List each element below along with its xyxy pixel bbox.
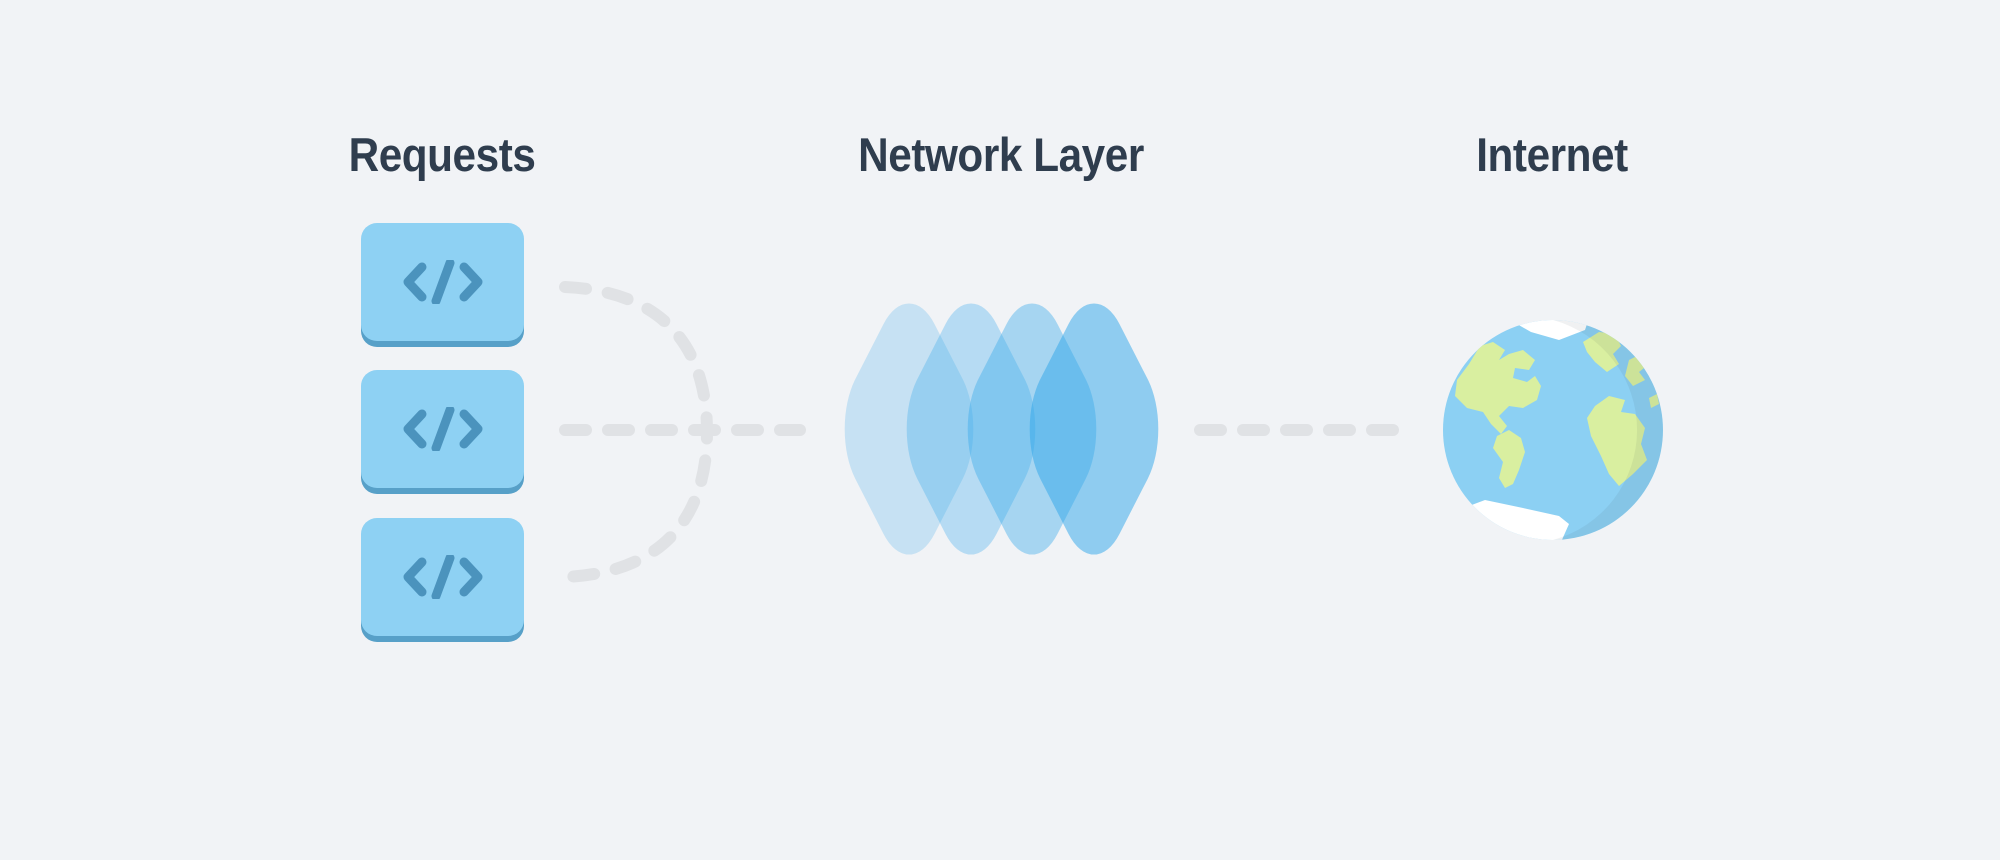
- request-block-1: [361, 223, 524, 341]
- heading-requests-label: Requests: [348, 128, 536, 181]
- heading-network-layer: Network Layer: [842, 131, 1159, 178]
- globe-continents: [1455, 332, 1659, 488]
- code-icon: [403, 407, 482, 451]
- globe-icon: [1443, 320, 1663, 540]
- globe-shade-crescent: [1553, 320, 1663, 540]
- heading-internet-label: Internet: [1476, 128, 1628, 181]
- code-icon: [403, 555, 482, 599]
- heading-network-layer-label: Network Layer: [858, 128, 1144, 181]
- code-icon: [403, 260, 482, 304]
- heading-internet: Internet: [1468, 131, 1636, 178]
- connector-merge-arc: [559, 281, 714, 583]
- request-block-3: [361, 518, 524, 636]
- heading-requests: Requests: [338, 131, 546, 178]
- layered-diamonds-icon: [829, 274, 1174, 584]
- request-block-2: [361, 370, 524, 488]
